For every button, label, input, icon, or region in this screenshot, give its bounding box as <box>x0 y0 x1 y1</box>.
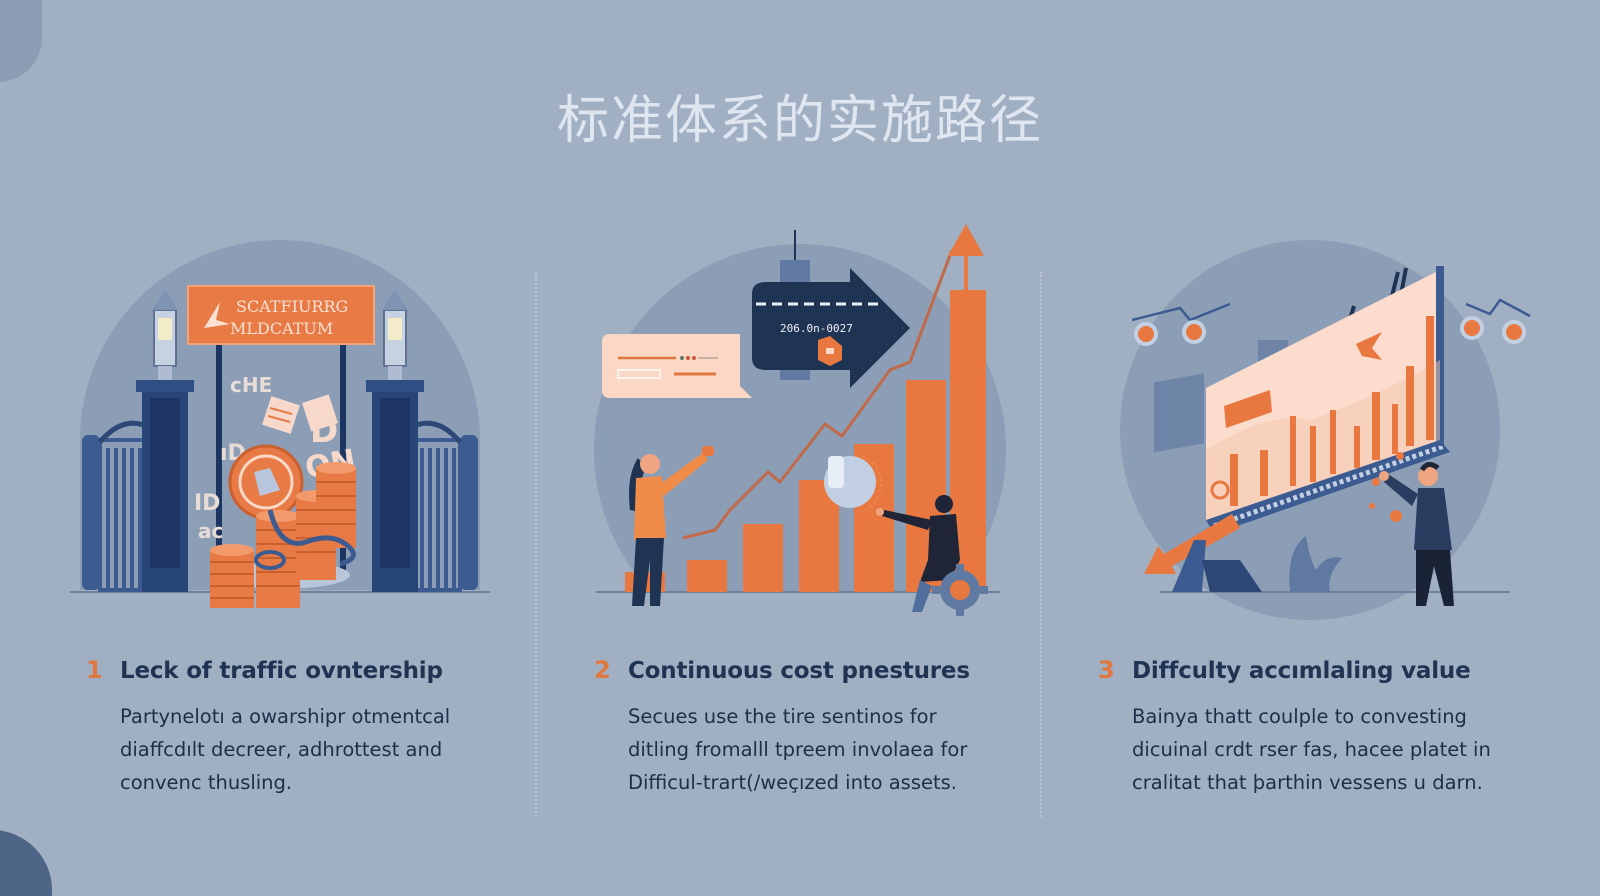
panel-3-caption: 3 Diffculty accımlaling value Bainya tha… <box>1098 656 1538 799</box>
step-description: Partynelotı a owarshipr otmentcal diaffc… <box>120 705 451 794</box>
step-number: 2 <box>594 656 611 684</box>
panel-2-illustration: 206.0n-0027 <box>580 220 1020 620</box>
step-description: Bainya thatt coulple to convesting dicui… <box>1132 705 1491 794</box>
panel-2-caption: 2 Continuous cost pnestures Secues use t… <box>594 656 1034 799</box>
growth-chart-illustration: 206.0n-0027 <box>580 224 1020 620</box>
svg-text:ID: ID <box>194 491 220 516</box>
panel-3-illustration <box>1100 220 1540 620</box>
dashboard-screen-illustration <box>1120 240 1531 620</box>
svg-text:ac: ac <box>198 519 223 543</box>
svg-text:206.0n-0027: 206.0n-0027 <box>780 322 853 335</box>
step-description: Secues use the tire sentinos for ditling… <box>628 705 968 794</box>
slide-title: 标准体系的实施路径 <box>556 91 1043 151</box>
column-divider <box>1040 272 1042 817</box>
step-number: 1 <box>86 656 103 684</box>
svg-text:SCATFIURRG: SCATFIURRG <box>236 297 348 316</box>
step-title: Continuous cost pnestures <box>628 658 970 684</box>
panel-1-illustration: SCATFIURRG MLDCATUM D ON cHE ıD ID ac <box>70 220 510 620</box>
svg-text:cHE: cHE <box>230 373 272 397</box>
corner-decoration-top-left <box>0 0 42 82</box>
step-title: Leck of traffic ovntership <box>120 658 443 684</box>
svg-text:MLDCATUM: MLDCATUM <box>230 319 333 338</box>
column-divider <box>535 272 537 817</box>
step-number: 3 <box>1098 656 1115 684</box>
panel-1-caption: 1 Leck of traffic ovntership Partynelotı… <box>86 656 526 799</box>
corner-decoration-bottom-left <box>0 830 52 896</box>
step-title: Diffculty accımlaling value <box>1132 658 1471 684</box>
gate-coins-illustration: SCATFIURRG MLDCATUM D ON cHE ıD ID ac <box>70 240 490 608</box>
